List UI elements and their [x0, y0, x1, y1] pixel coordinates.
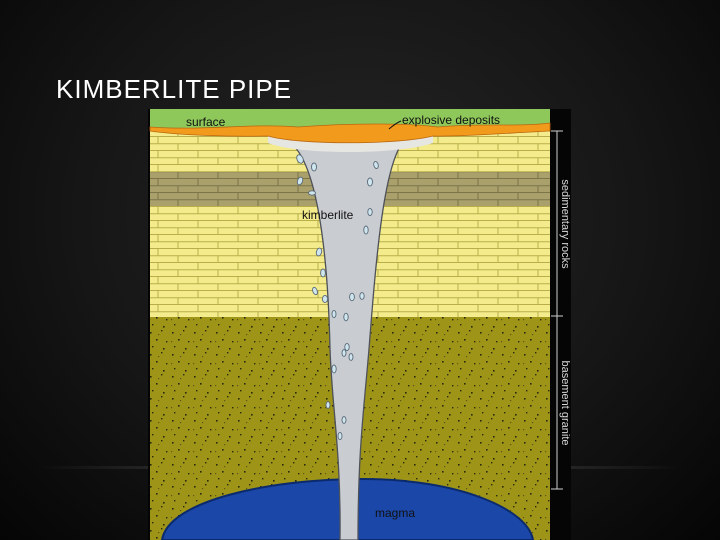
kimberlite-pipe-diagram: surface explosive deposits kimberlite ma… — [148, 109, 571, 540]
explosive-deposits-label: explosive deposits — [402, 113, 500, 127]
explosive-deposits — [149, 122, 551, 144]
surface-label: surface — [186, 115, 226, 129]
basement-granite-label: basement granite — [559, 361, 571, 446]
rock-type-scale — [551, 130, 563, 490]
kimberlite-pipe — [282, 138, 408, 540]
xenolith-fragments — [296, 154, 379, 441]
magma-label: magma — [375, 506, 415, 520]
explosive-deposits-pointer — [388, 120, 402, 130]
sedimentary-rocks-label: sedimentary rocks — [559, 179, 571, 269]
kimberlite-label: kimberlite — [302, 208, 354, 222]
crater-ash — [268, 133, 433, 152]
surface-strip — [150, 109, 550, 131]
slide-title: KIMBERLITE PIPE — [56, 74, 293, 104]
